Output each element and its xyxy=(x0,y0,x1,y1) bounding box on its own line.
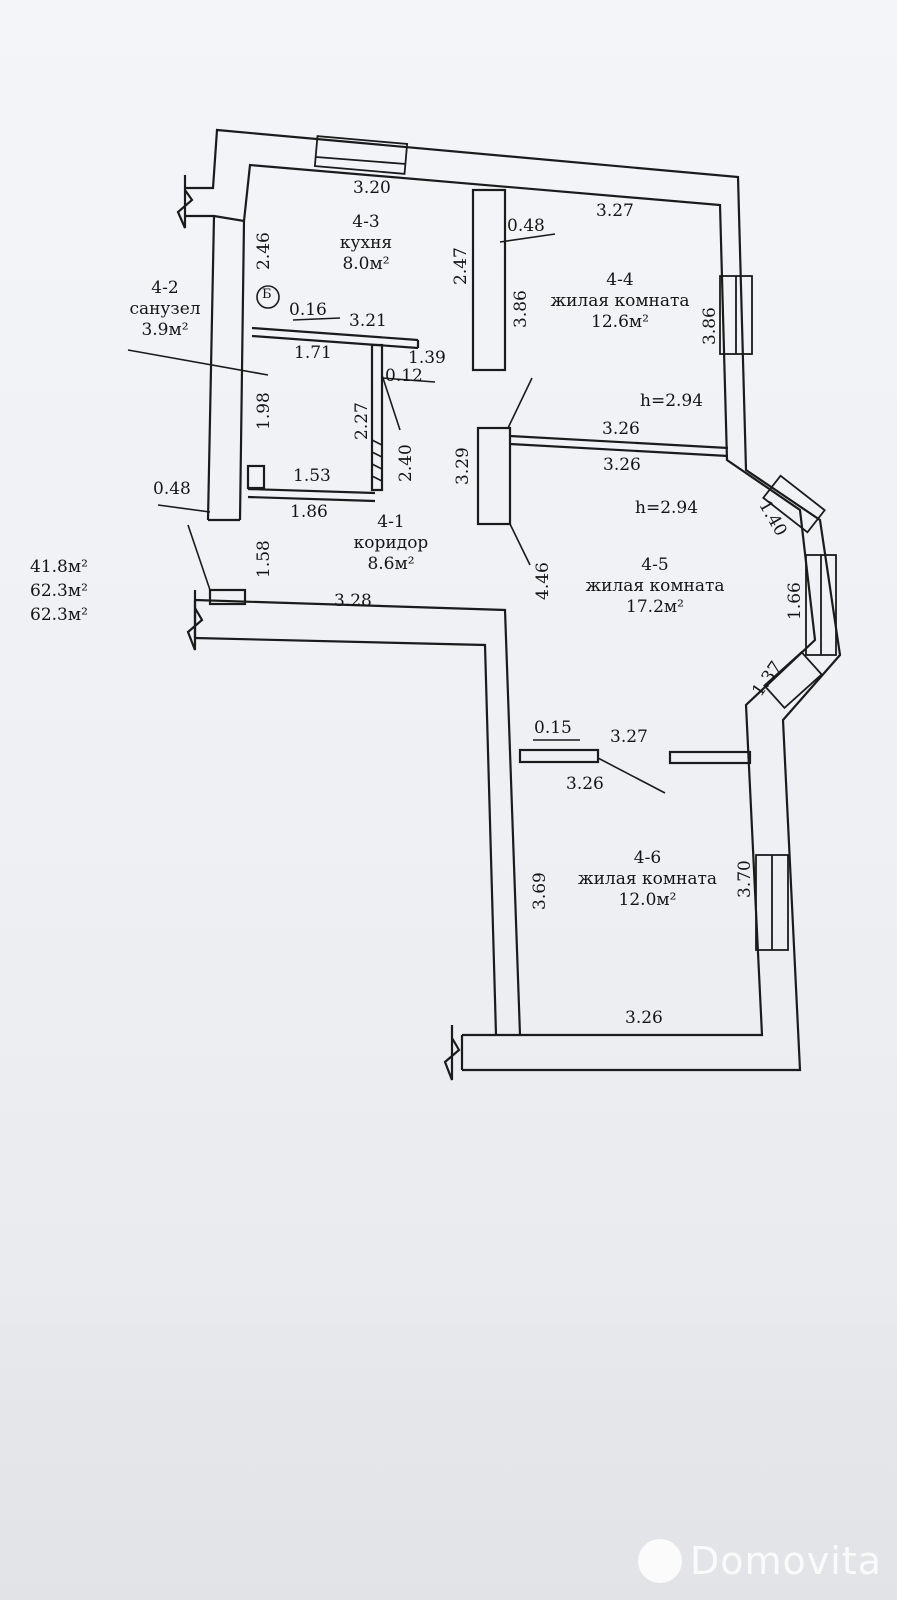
room-area: 17.2м² xyxy=(626,597,684,617)
room-number: 4-3 xyxy=(352,212,380,232)
room-name: санузел xyxy=(129,299,201,319)
room-4-4: 4-4 жилая комната 12.6м² xyxy=(540,270,700,333)
watermark-text: Domovita xyxy=(690,1539,883,1583)
dim-label: 0.48 xyxy=(153,479,191,499)
room-number: 4-2 xyxy=(151,278,179,298)
dim-label: 1.58 xyxy=(254,540,274,578)
paper-sheet xyxy=(0,0,897,1345)
dim-label: 0.48 xyxy=(507,216,545,236)
room-4-6: 4-6 жилая комната 12.0м² xyxy=(565,848,730,911)
room-4-2: 4-2 санузел 3.9м² xyxy=(120,278,210,341)
dim-label: 4.46 xyxy=(533,562,553,600)
room-number: 4-5 xyxy=(641,555,669,575)
dim-label: 1.71 xyxy=(294,343,332,363)
total-area: 62.3м² xyxy=(30,605,88,625)
floor-plan xyxy=(127,128,842,1081)
area-totals: 41.8м² 62.3м² 62.3м² xyxy=(30,555,88,627)
dim-label: 1.98 xyxy=(254,392,274,430)
room-area: 8.6м² xyxy=(367,554,415,574)
room-4-1: 4-1 коридор 8.6м² xyxy=(336,512,446,575)
dim-label: 3.20 xyxy=(353,178,391,198)
dim-label: 3.86 xyxy=(700,307,720,345)
room-area: 8.0м² xyxy=(342,254,390,274)
windows xyxy=(313,135,837,951)
domovita-watermark: Domovita xyxy=(638,1535,882,1587)
outer-walls xyxy=(176,128,842,1081)
watermark-logo-icon xyxy=(638,1539,682,1583)
dim-label: 3.27 xyxy=(610,727,648,747)
dim-label: 2.46 xyxy=(254,232,274,270)
dim-label: 3.26 xyxy=(566,774,604,794)
dim-label: 2.40 xyxy=(396,444,416,482)
dim-label: 3.27 xyxy=(596,201,634,221)
dim-label: 3.26 xyxy=(602,419,640,439)
ceiling-height: h=2.94 xyxy=(635,498,699,518)
dim-label: 1.86 xyxy=(290,502,328,522)
dim-label: 3.28 xyxy=(334,591,372,611)
dim-label: 2.47 xyxy=(451,247,471,285)
riser-mark: Б xyxy=(262,287,272,302)
room-area: 12.6м² xyxy=(591,312,649,332)
dim-label: 1.66 xyxy=(785,582,805,620)
room-number: 4-6 xyxy=(633,848,662,868)
dim-label: 3.86 xyxy=(511,290,531,328)
room-name: жилая комната xyxy=(577,869,718,889)
dim-label: 1.39 xyxy=(408,348,446,368)
room-number: 4-4 xyxy=(606,270,634,290)
total-area: 41.8м² xyxy=(30,557,88,577)
dim-label: 1.53 xyxy=(293,466,331,486)
dim-label: 3.29 xyxy=(453,447,473,485)
room-name: коридор xyxy=(353,533,429,553)
dim-label: 3.69 xyxy=(530,872,550,910)
room-area: 3.9м² xyxy=(141,320,189,340)
room-4-3: 4-3 кухня 8.0м² xyxy=(316,212,416,275)
room-name: кухня xyxy=(339,233,393,253)
room-number: 4-1 xyxy=(377,512,405,532)
dim-label: 0.12 xyxy=(385,366,423,386)
dim-label: 3.70 xyxy=(735,860,755,898)
total-area: 62.3м² xyxy=(30,581,88,601)
room-area: 12.0м² xyxy=(618,890,677,910)
ceiling-height: h=2.94 xyxy=(640,391,704,411)
door-swings xyxy=(127,233,666,794)
dim-label: 0.16 xyxy=(289,300,327,320)
background-surface xyxy=(0,1325,897,1600)
dim-label: 3.21 xyxy=(349,311,387,331)
dim-label: 0.15 xyxy=(534,718,572,738)
dim-label: 3.26 xyxy=(625,1008,663,1028)
interior-walls xyxy=(208,188,752,765)
dim-label: 2.27 xyxy=(352,402,372,440)
room-name: жилая комната xyxy=(550,291,690,311)
room-name: жилая комната xyxy=(585,576,725,596)
dim-label: 3.26 xyxy=(603,455,641,475)
room-4-5: 4-5 жилая комната 17.2м² xyxy=(575,555,735,618)
